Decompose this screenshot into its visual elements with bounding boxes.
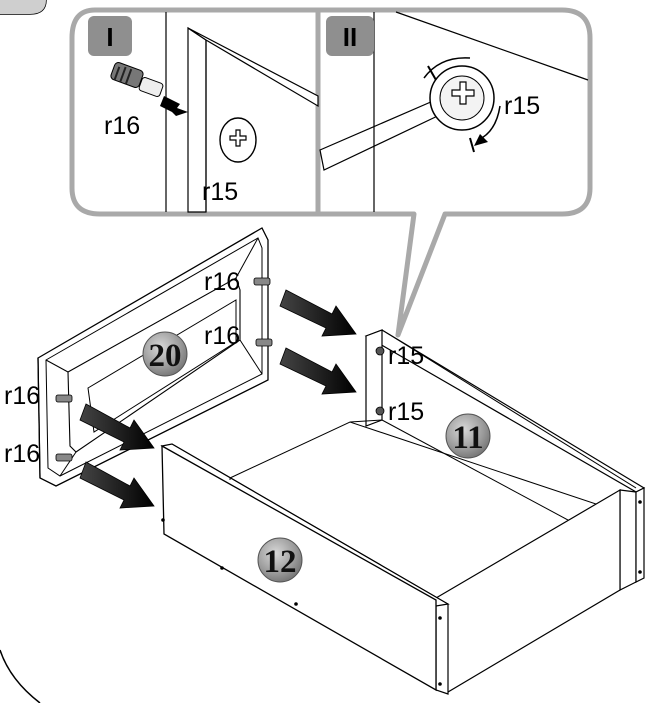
arrow-lower-left [79,461,155,509]
part-11-label: 11 [452,420,483,456]
assembly-arrows [79,289,357,509]
arrow-lower-right [279,347,357,395]
label-r15-detail-two: r15 [504,92,540,120]
label-r16-front-lower: r16 [4,440,40,468]
part-11-badge: 11 [445,413,491,459]
dowel-r16 [110,62,188,116]
cam-lock-detail [423,57,501,153]
part-20-badge: 20 [142,331,188,377]
label-r15-detail: r15 [202,178,238,206]
front-dowels [55,277,273,462]
label-r16-detail: r16 [104,112,140,140]
part-12-badge: 12 [257,537,303,583]
label-r16-front-mid: r16 [204,322,240,350]
part-12-label: 12 [264,544,297,580]
label-r15-side-upper: r15 [388,342,424,370]
label-r16-front-upper: r16 [204,268,240,296]
cam-lock-r15 [219,117,257,163]
detail-panel-two [319,11,589,212]
arrow-upper-left [79,403,155,451]
label-r15-side-lower: r15 [388,398,424,426]
drawer-box [160,329,646,695]
part-20-label: 20 [149,338,182,374]
corner-fill-top [0,0,46,14]
detail-callout [69,7,593,338]
label-r16-front-left: r16 [4,382,40,410]
arrow-upper-right [279,289,357,337]
detail-panel-one [110,12,319,213]
corner-fragment-bottom [0,649,41,703]
step-one-label: I [106,22,113,52]
step-two-badge: II [326,16,374,56]
step-one-badge: I [88,16,132,56]
step-two-label: II [343,22,357,52]
